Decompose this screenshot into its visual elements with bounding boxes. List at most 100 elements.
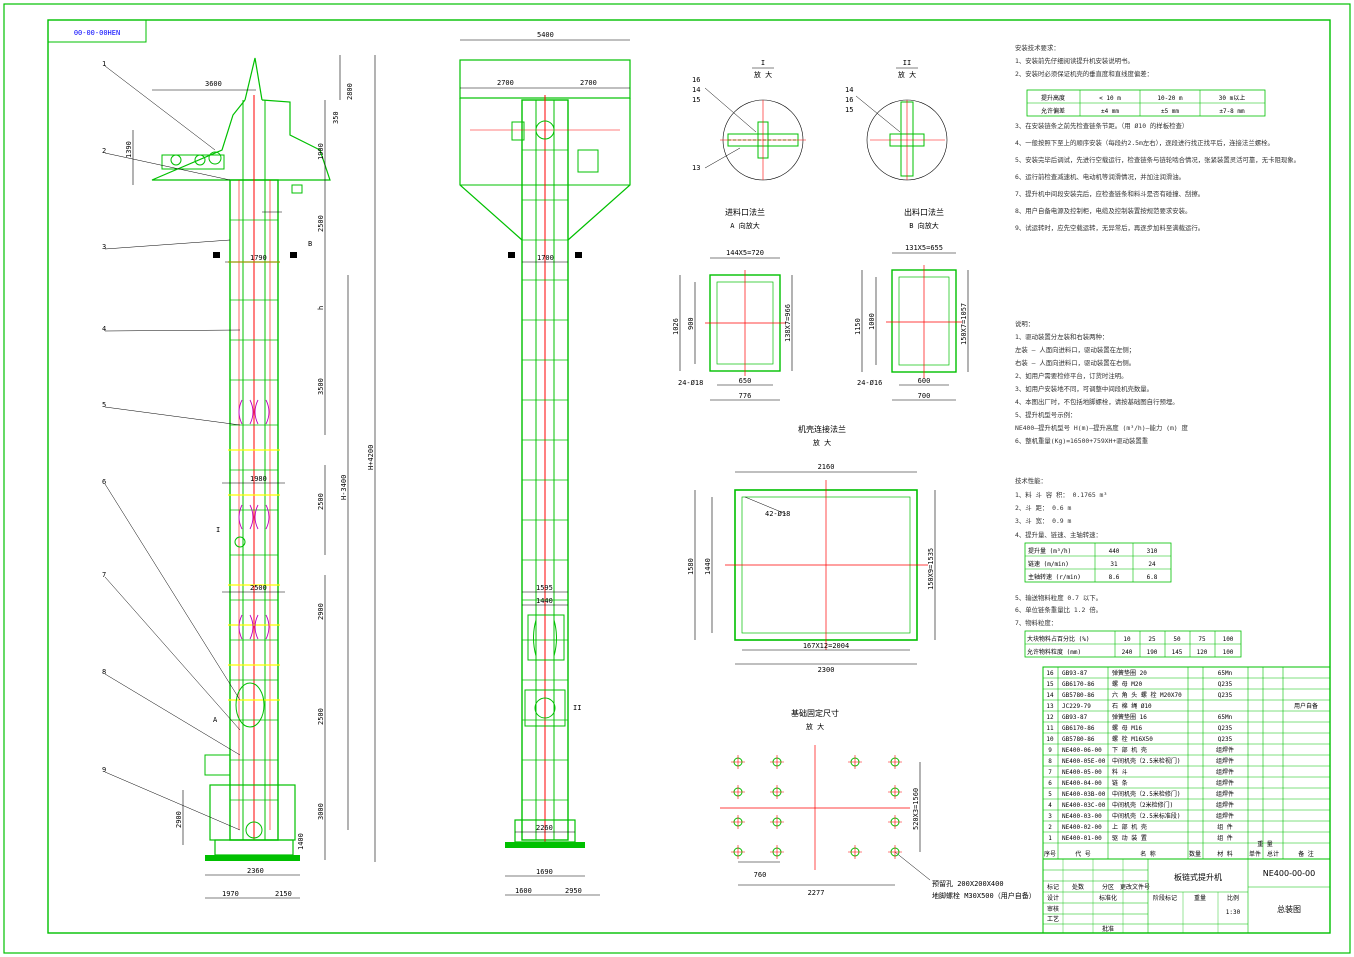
detail-i-title: I — [761, 59, 765, 67]
bom-cell: GB5780-86 — [1062, 736, 1095, 743]
side-view — [459, 59, 631, 848]
tech-item-2: 2、斗 距： 0.6 m — [1015, 504, 1071, 512]
gran-r1-c2: 190 — [1147, 649, 1158, 656]
bom-h6: 总计 — [1267, 850, 1279, 858]
detail-ii-subtitle: 放 大 — [898, 70, 916, 79]
install-note-line: 2、安装时必须保证机壳的垂直度和直线度偏差： — [1015, 69, 1153, 78]
side-dim-1600: 1600 — [515, 887, 532, 895]
install-note-line: 6、运行前检查减速机、电动机等润滑情况，并加注润滑油。 — [1015, 172, 1185, 181]
gran-r1-c1: 240 — [1122, 649, 1133, 656]
casing-top-dim: 2160 — [818, 463, 835, 471]
tech-header: 技术性能： — [1015, 476, 1047, 485]
outlet-inner-w: 600 — [918, 377, 931, 385]
side-dimensions: 5400 2700 2700 1700 1595 1440 2260 1690 … — [497, 31, 597, 895]
bom-cell: 组焊件 — [1216, 812, 1234, 820]
dim-2360: 2360 — [247, 867, 264, 875]
tech-item-3: 3、斗 宽： 0.9 m — [1015, 516, 1071, 525]
install-notes: 安装技术要求：1、安装前先仔细阅读提升机安装说明书。2、安装时必须保证机壳的垂直… — [1015, 43, 1300, 445]
bom-cell: 六 角 头 螺 栓 M20X70 — [1112, 691, 1182, 699]
bom-cell: 上 部 机 壳 — [1112, 823, 1147, 831]
cap-r1-c2: 24 — [1148, 561, 1156, 568]
side-mark-ii: II — [573, 704, 581, 712]
dim-h-3400: H-3400 — [340, 475, 348, 500]
tb-cell-3: 更改文件号 — [1120, 883, 1150, 891]
title-block: 标记 处数 分区 更改文件号 设计 标准化 审核 工艺 批准 阶段标记 重量 比… — [1042, 858, 1331, 934]
front-dimensions: 3600 1390 350 2800 1900 2500 h 3500 2500… — [125, 80, 375, 898]
casing-flange: 机壳连接法兰 放 大 2160 42-Ø18 1580 1440 150X9=1… — [687, 424, 936, 674]
bolt-centerline — [770, 755, 784, 769]
dim-2500b: 2500 — [317, 493, 325, 510]
tb-scale: 1:30 — [1226, 909, 1241, 916]
bom-cell: 10 — [1046, 736, 1054, 743]
detail-i: I 放 大 16 14 15 13 — [692, 59, 806, 181]
outlet-holes: 24-Ø16 — [857, 379, 882, 387]
bom-cell: NE400-03C-00 — [1062, 802, 1106, 809]
bom-cell: GB6170-86 — [1062, 725, 1095, 732]
cap-r0-c2: 310 — [1147, 548, 1158, 555]
base-bolts — [731, 755, 902, 859]
outlet-left-inner: 1000 — [868, 313, 876, 330]
base-plan: 基础固定尺寸 放 大 760 2277 520X3=1560 预留孔 200X2… — [720, 708, 1036, 900]
bom-cell: 16 — [1046, 670, 1054, 677]
gran-r1-c3: 145 — [1172, 649, 1183, 656]
outlet-outer-w: 700 — [918, 392, 931, 400]
install-note-line: 7、提升机中间段安装完后，应检查链条和料斗是否有碰撞、刮擦。 — [1015, 189, 1204, 198]
tech-item-6: 6、单位链条重量比 1.2 倍。 — [1015, 605, 1102, 614]
cap-r2-c2: 6.8 — [1147, 574, 1158, 581]
part-number-7: 7 — [102, 571, 106, 579]
bolt-centerline — [731, 815, 745, 829]
cap-r0-c0: 提升量 (m³/h) — [1028, 547, 1071, 555]
bom-cell: 2 — [1048, 824, 1052, 831]
bom-h3: 数量 — [1189, 850, 1201, 858]
bom-cell: 组焊件 — [1216, 746, 1234, 754]
part-number-8: 8 — [102, 668, 106, 676]
casing-holes: 42-Ø18 — [765, 510, 790, 518]
install-note-line: 3、在安装链条之前先检查链条节距。（用 Ø10 的样板检查） — [1015, 121, 1188, 130]
bolt-centerline — [888, 785, 902, 799]
tb-sheet: 总装图 — [1277, 904, 1301, 914]
gran-r0-c5: 100 — [1223, 636, 1234, 643]
tb-number: NE400-00-00 — [1263, 869, 1315, 878]
dim-2900: 2900 — [317, 603, 325, 620]
bom-cell: 12 — [1046, 714, 1054, 721]
dim-h-4200: H+4200 — [367, 445, 375, 470]
bom-cell: 料 斗 — [1112, 768, 1128, 776]
bom-h5: 单件 — [1249, 850, 1261, 858]
tb-cell-7: 标准化 — [1099, 894, 1117, 902]
gran-r0-c2: 25 — [1148, 636, 1156, 643]
bom-cell: 3 — [1048, 813, 1052, 820]
install-note-line: 4、一般按照下至上的顺序安装（每段约2.5m左右），逐段进行找正找平后，连接法兰… — [1015, 138, 1274, 147]
bom-cell: 驱 动 装 置 — [1112, 834, 1147, 842]
mark-a: A — [213, 716, 218, 724]
gran-r1-c4: 120 — [1197, 649, 1208, 656]
casing-title: 机壳连接法兰 — [798, 424, 846, 434]
bom-cell: 组焊件 — [1216, 779, 1234, 787]
part-number-6: 6 — [102, 478, 106, 486]
tol-h2: 10-20 m — [1157, 95, 1183, 102]
outlet-flange-b: 出料口法兰 B 向放大 131X5=655 1150 1000 150X7=10… — [854, 207, 969, 401]
bom-cell: GB93-87 — [1062, 714, 1088, 721]
detail-i-subtitle: 放 大 — [754, 70, 772, 79]
bolt-centerline — [731, 785, 745, 799]
bom-h0: 序号 — [1044, 850, 1056, 858]
tech-item-5: 5、输送物料粒度 0.7 以下。 — [1015, 593, 1102, 602]
base-dim-2277: 2277 — [808, 889, 825, 897]
bom-cell: Q235 — [1218, 725, 1233, 732]
bom-cell: 组焊件 — [1216, 757, 1234, 765]
bom-cell: 15 — [1046, 681, 1054, 688]
bom-cell: 组焊件 — [1216, 801, 1234, 809]
bom-cell: 11 — [1046, 725, 1054, 732]
part-number-2: 2 — [102, 147, 106, 155]
side-dim-2950: 2950 — [565, 887, 582, 895]
drawing-tag-box — [47, 19, 147, 43]
bom-cell: GB5780-86 — [1062, 692, 1095, 699]
detail-i-callout-14: 14 — [692, 86, 700, 94]
front-view — [151, 57, 331, 861]
mark-b: B — [308, 240, 312, 248]
outlet-left-outer: 1150 — [854, 318, 862, 335]
detail-i-callout-15: 15 — [692, 96, 700, 104]
bom-cell: Q235 — [1218, 692, 1233, 699]
bom-cell: 1 — [1048, 835, 1052, 842]
bom-cell: 组 件 — [1217, 834, 1233, 842]
